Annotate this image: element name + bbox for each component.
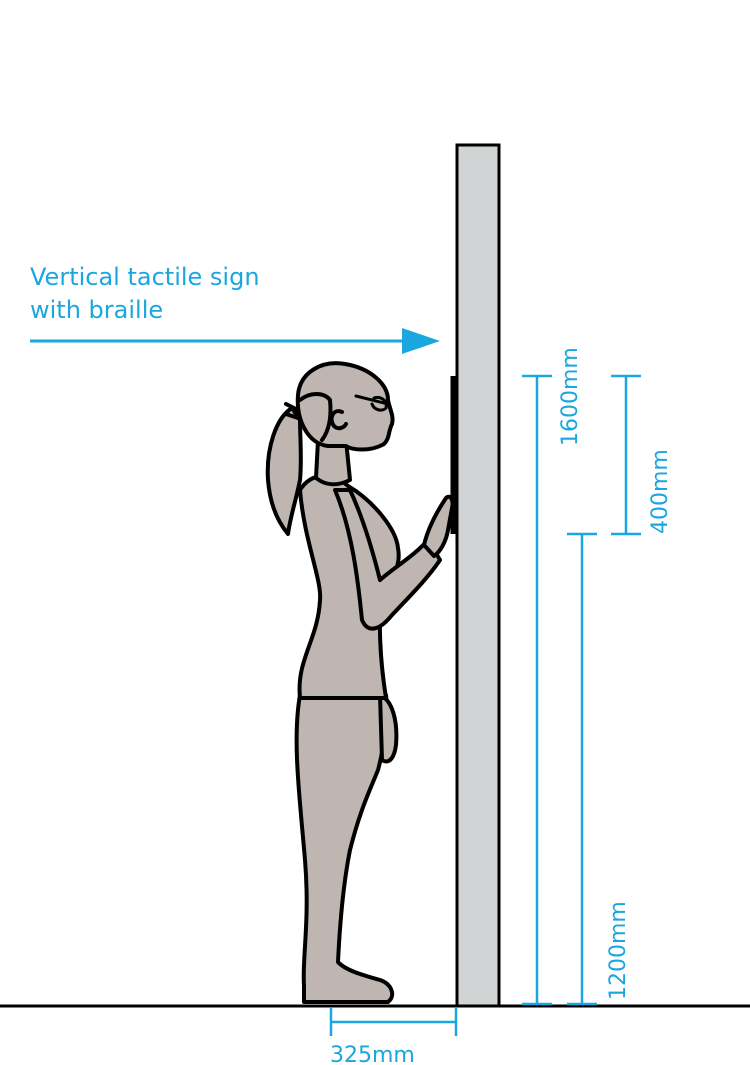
dim-1200-label: 1200mm bbox=[606, 901, 631, 1000]
dim-1600 bbox=[522, 374, 552, 1006]
ear bbox=[329, 409, 348, 431]
glasses bbox=[354, 394, 390, 412]
ponytail bbox=[265, 406, 303, 536]
hip bbox=[378, 693, 399, 764]
dim-1600-label: 1600mm bbox=[558, 347, 583, 446]
annotation-line-1: Vertical tactile sign bbox=[30, 263, 260, 291]
annotation-line-2: with braille bbox=[30, 296, 163, 324]
person-figure bbox=[265, 361, 455, 1004]
arm bbox=[333, 488, 442, 631]
dim-1200 bbox=[567, 532, 597, 1006]
legs bbox=[294, 693, 395, 1004]
dim-400 bbox=[611, 374, 641, 536]
dim-325-label: 325mm bbox=[330, 1043, 415, 1065]
head bbox=[295, 361, 395, 452]
neck bbox=[314, 438, 352, 487]
dim-400-label: 400mm bbox=[648, 449, 673, 534]
wall bbox=[455, 143, 501, 1008]
annotation-arrow bbox=[30, 328, 440, 354]
hair-tie bbox=[284, 402, 300, 420]
dim-325 bbox=[329, 1008, 458, 1036]
hand bbox=[422, 494, 455, 558]
hair-line bbox=[298, 392, 333, 442]
